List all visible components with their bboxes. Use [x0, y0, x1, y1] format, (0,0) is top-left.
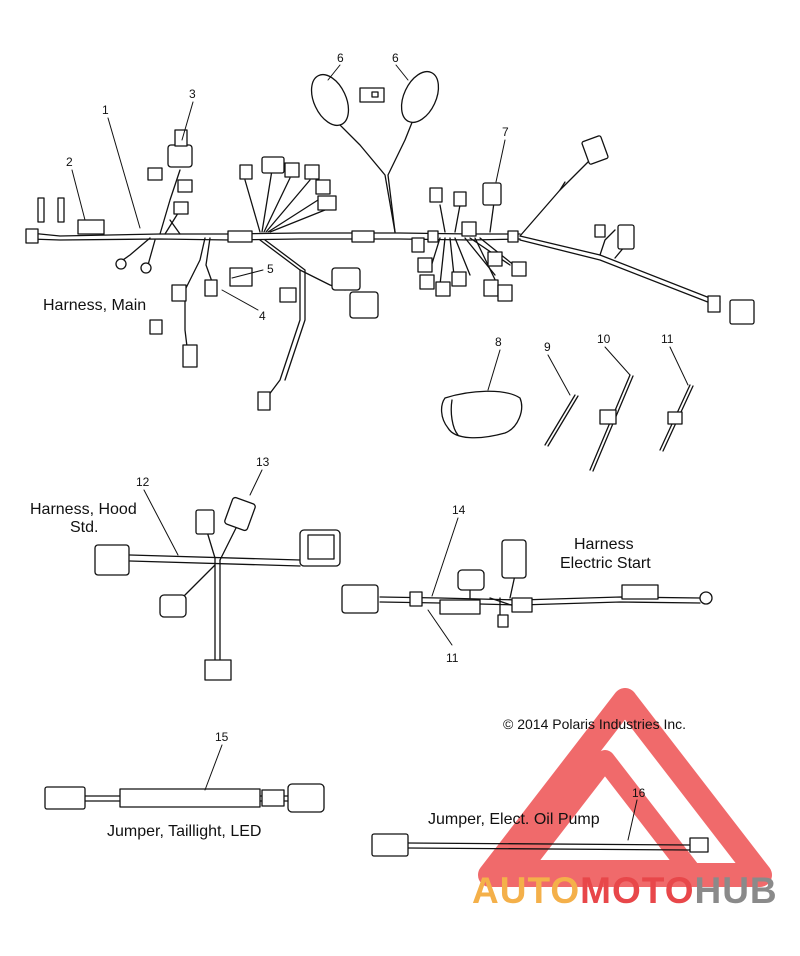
watermark-part3: HUB [694, 870, 778, 911]
callout-7: 7 [502, 125, 509, 139]
label-jumper-taillight: Jumper, Taillight, LED [107, 823, 262, 840]
callout-9: 9 [544, 340, 551, 354]
label-jumper-oil-pump: Jumper, Elect. Oil Pump [428, 811, 600, 828]
callout-leaders [71, 64, 689, 841]
callout-13: 13 [256, 455, 270, 469]
electric-start-harness [379, 574, 701, 626]
callout-14: 14 [452, 503, 466, 517]
connector-icon [94, 496, 341, 681]
callout-6a: 6 [337, 51, 344, 65]
sensor-icon [310, 70, 440, 127]
callout-4: 4 [259, 309, 266, 323]
callout-3: 3 [189, 87, 196, 101]
label-harness-start-line2: Electric Start [560, 555, 651, 572]
callout-15: 15 [215, 730, 229, 744]
watermark-part1: AUTO [472, 870, 581, 911]
connector-icon [25, 129, 755, 411]
ring-terminal-icon [115, 258, 152, 274]
watermark-logo: AUTOMOTOHUB [472, 870, 778, 912]
callout-5: 5 [267, 262, 274, 276]
callout-2: 2 [66, 155, 73, 169]
label-harness-hood-line1: Harness, Hood [30, 501, 137, 518]
watermark-part2: MOTO [580, 870, 695, 911]
taillight-jumper [44, 783, 325, 813]
hood-harness [129, 519, 301, 661]
callout-6b: 6 [392, 51, 399, 65]
callout-1: 1 [102, 103, 109, 117]
callout-11b: 11 [446, 651, 459, 665]
cable-tie-icon [544, 374, 694, 472]
callout-12: 12 [136, 475, 150, 489]
callout-11a: 11 [661, 332, 674, 346]
copyright-notice: © 2014 Polaris Industries Inc. [503, 716, 687, 732]
connector-icon [341, 539, 659, 628]
label-harness-hood-line2: Std. [70, 519, 99, 536]
callout-16: 16 [632, 786, 646, 800]
main-harness-trunk [29, 114, 721, 401]
ring-terminal-icon [699, 591, 713, 605]
callout-10: 10 [597, 332, 611, 346]
oil-pump-jumper [371, 833, 709, 857]
label-harness-start-line1: Harness [574, 536, 634, 553]
label-harness-main: Harness, Main [43, 297, 147, 314]
watermark-triangle-icon [478, 688, 772, 887]
protective-boot-icon [440, 390, 523, 439]
callout-8: 8 [495, 335, 502, 349]
